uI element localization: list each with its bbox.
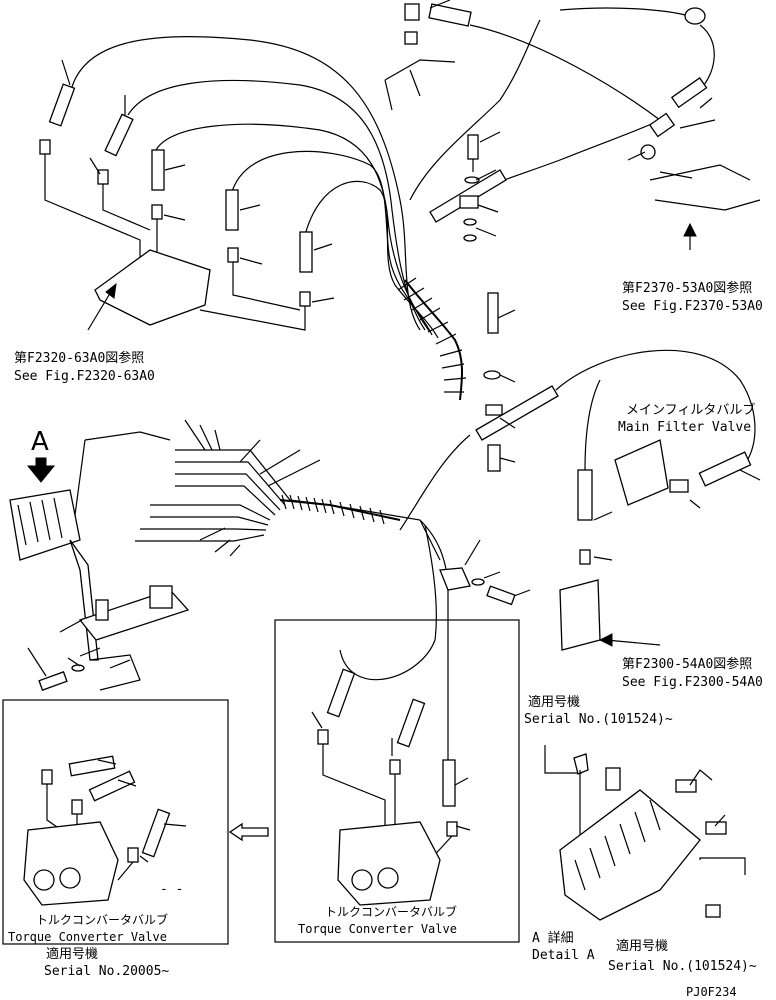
ref-f2300-en: See Fig.F2300-54A0 (622, 675, 763, 690)
torque-left-en: Torque Converter Valve (8, 930, 167, 944)
clamp-assembly-middle (399, 292, 761, 651)
torque-left-jp: トルクコンバータバルブ (36, 912, 168, 927)
clamp-assembly-upper (429, 131, 507, 242)
serial-bottom-en: Serial No.(101524)~ (608, 959, 757, 974)
harness-bundle (135, 419, 531, 760)
torque-left-serial-en: Serial No.20005~ (44, 964, 169, 979)
arrow-down-icon (26, 457, 56, 483)
torque-center-jp: トルクコンバータバルブ (325, 904, 457, 919)
torque-center-en: Torque Converter Valve (298, 922, 457, 936)
ref-f2300-jp: 第F2300-54A0図参照 (622, 656, 752, 672)
ref-f2370-jp: 第F2370-53A0図参照 (622, 280, 752, 296)
torque-left-parts (23, 755, 187, 906)
left-fittings (39, 59, 335, 331)
arrow-up-icon (683, 222, 697, 250)
detail-a-marker: A (31, 427, 49, 457)
serial-top-en: Serial No.(101524)~ (524, 712, 673, 727)
detail-a-en: Detail A (532, 948, 595, 963)
ref-f2320-jp: 第F2320-63A0図参照 (14, 350, 144, 366)
detail-a-jp: A 詳細 (532, 930, 574, 946)
ref-f2370-en: See Fig.F2370-53A0 (622, 299, 763, 314)
detail-a-parts (544, 745, 746, 921)
main-filter-en: Main Filter Valve (618, 420, 751, 435)
drawing-code: PJ0F234 (686, 985, 737, 999)
torque-center-frame (274, 619, 520, 943)
serial-top-jp: 適用号機 (528, 694, 580, 710)
torque-left-frame (2, 699, 229, 945)
torque-left-serial-jp: 適用号機 (46, 946, 98, 962)
dashes-label: - - (160, 882, 183, 897)
arrow-left-icon (598, 633, 661, 647)
top-fittings (384, 0, 761, 211)
main-filter-jp: メインフィルタバルブ (626, 402, 755, 418)
serial-bottom-jp: 適用号機 (616, 938, 668, 954)
spiral-guard-top (397, 277, 467, 401)
torque-center-parts (311, 668, 471, 906)
arrow-up-icon (87, 282, 117, 331)
ref-f2320-en: See Fig.F2320-63A0 (14, 369, 155, 384)
arrow-left-icon (228, 822, 269, 842)
valve-bank-assembly (9, 431, 190, 691)
